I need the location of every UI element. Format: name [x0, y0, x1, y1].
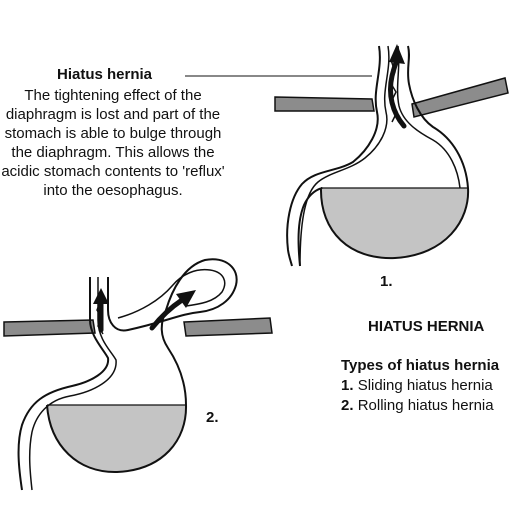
figure-2-label: 2.: [206, 409, 219, 426]
diaphragm-left-2: [3, 319, 96, 337]
hernia-arrowhead-2: [176, 290, 196, 308]
stomach-outer-wall-1: [286, 45, 470, 267]
oesophagus-inner-wall-1b: [396, 45, 461, 189]
reflux-arrowhead-1: [389, 44, 405, 64]
stomach-outer-wall-2: [17, 258, 238, 491]
stomach-contents-2: [47, 405, 187, 473]
type-item-number: 2.: [341, 397, 354, 414]
stomach-inner-wall-2: [28, 277, 117, 491]
type-item-rolling: 2. Rolling hiatus hernia: [341, 397, 494, 414]
type-item-label: Rolling hiatus hernia: [357, 397, 494, 414]
stomach-contents-1: [320, 188, 469, 259]
figure-1-label: 1.: [380, 273, 393, 290]
main-title: HIATUS HERNIA: [368, 318, 485, 335]
type-item-sliding: 1. Sliding hiatus hernia: [341, 377, 493, 394]
stomach-lower-wall-2: [46, 404, 188, 474]
diaphragm-left-1: [274, 96, 375, 112]
types-heading: Types of hiatus hernia: [341, 357, 500, 374]
hernia-arrow-2: [149, 297, 185, 331]
sliding-hernia-diagram: [274, 44, 509, 267]
type-item-number: 1.: [341, 377, 354, 394]
callout-title: Hiatus hernia: [57, 66, 153, 83]
reflux-arrowhead-2: [93, 288, 109, 304]
fundus-inner-wall-2: [117, 268, 226, 319]
type-item-label: Sliding hiatus hernia: [357, 377, 493, 394]
oesophagus-inner-wall-1: [299, 45, 390, 267]
rolling-hernia-diagram: [3, 258, 273, 491]
diaphragm-right-1: [411, 77, 509, 118]
diaphragm-right-2: [183, 317, 273, 337]
callout-body: The tightening effect of the diaphragm i…: [1, 87, 225, 199]
